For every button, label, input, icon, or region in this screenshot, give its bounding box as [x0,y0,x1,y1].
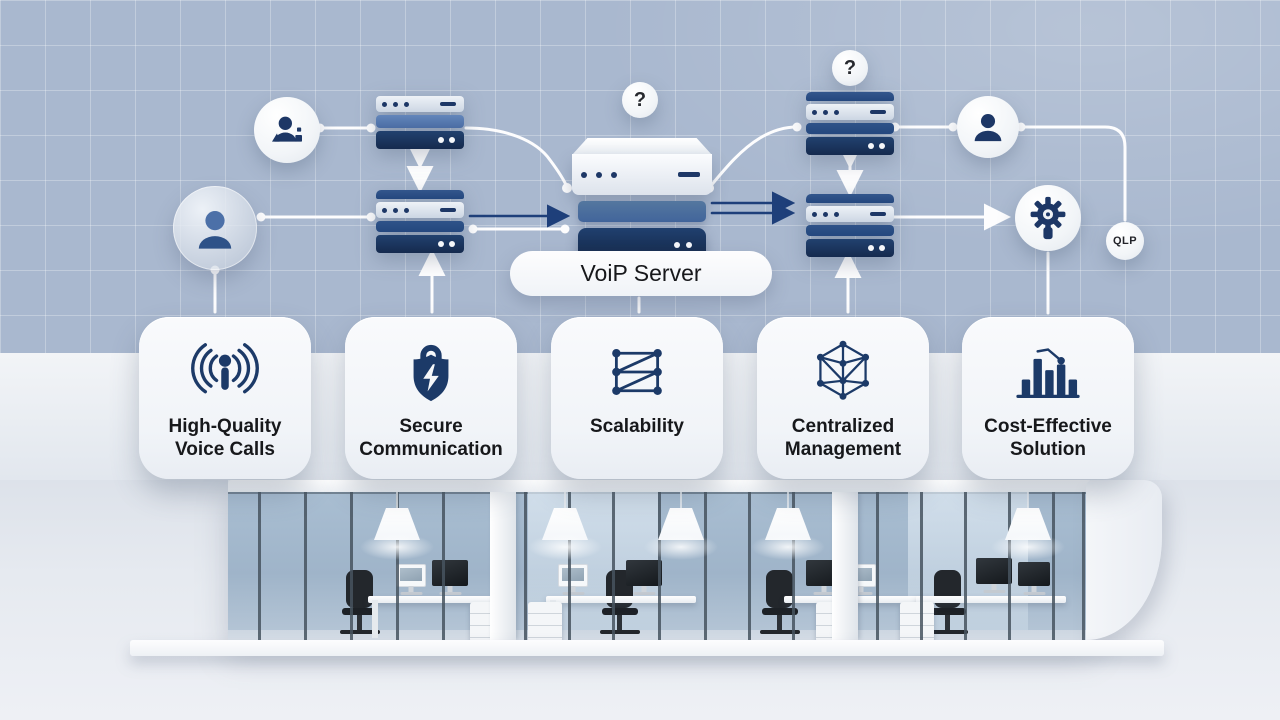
monitor [558,564,588,595]
voip-server-icon [572,138,712,155]
desk [546,596,696,603]
card-label: High-Quality Voice Calls [168,416,282,461]
card-cost-effective-solution: Cost-Effective Solution [962,317,1134,479]
office-glass-wall [228,492,1092,640]
caller-node [173,186,257,270]
hex-lattice-icon [808,339,878,405]
office-column [490,492,516,640]
card-centralized-management: Centralized Management [757,317,929,479]
server-rack [376,96,464,149]
gear-icon [1030,196,1066,240]
server-rack [806,194,894,257]
qlp-label: QLP [1112,235,1138,247]
card-label: Secure Communication [359,416,503,461]
card-label: Scalability [590,416,684,437]
voip-server-label: VoiP Server [510,251,772,296]
user-device-node [254,97,320,163]
pill-text: VoiP Server [580,260,702,286]
monitor [396,564,426,595]
card-scalability: Scalability [551,317,723,479]
shield-lock-icon [400,339,462,405]
glass-mullion [258,492,261,640]
user-device-icon [272,116,302,142]
question-mark-badge: ? [622,82,658,118]
user-icon [198,211,232,249]
bar-chart-trend-icon [1010,339,1086,405]
monitor [432,560,468,595]
server-rack [806,92,894,155]
card-label: Cost-Effective Solution [984,416,1112,461]
monitor [1018,562,1050,595]
office-chair [928,570,968,640]
drawer-unit [528,602,562,640]
user-node [957,96,1019,158]
question-mark-badge: ? [832,50,868,86]
office-roof-beam [228,480,1092,492]
office-column [832,492,858,640]
monitor [976,558,1012,593]
question-mark: ? [633,88,647,111]
network-scaling-icon [598,339,676,405]
qlp-badge: QLP [1106,222,1144,260]
office-illustration [228,480,1092,640]
desk [368,596,510,603]
office-plinth [130,640,1164,656]
drawer-unit [900,602,934,640]
user-icon [974,114,1002,142]
card-high-quality-voice-calls: High-Quality Voice Calls [139,317,311,479]
voice-waves-icon [187,339,263,405]
monitor [626,560,662,595]
question-mark: ? [843,56,857,79]
settings-node [1015,185,1081,251]
card-label: Centralized Management [784,416,902,461]
server-rack [376,190,464,253]
desk [916,596,1066,603]
card-secure-communication: Secure Communication [345,317,517,479]
